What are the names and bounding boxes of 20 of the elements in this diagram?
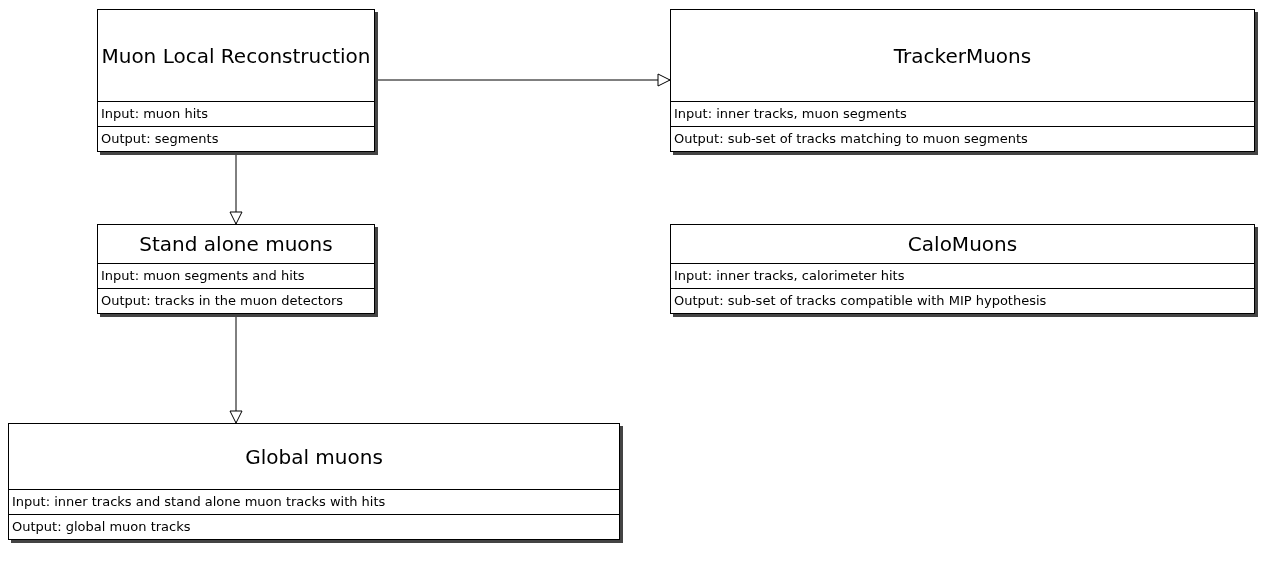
class-name: Stand alone muons xyxy=(139,232,333,256)
attribute-text: Output: tracks in the muon detectors xyxy=(101,293,343,308)
attribute-text: Input: muon segments and hits xyxy=(101,268,305,283)
attribute-text: Input: inner tracks and stand alone muon tracks with hits xyxy=(12,494,386,509)
class-box xyxy=(670,9,1255,152)
class-name: Muon Local Reconstruction xyxy=(101,43,371,68)
class-box xyxy=(97,224,375,314)
attribute-text: Input: inner tracks, calorimeter hits xyxy=(674,268,905,283)
attribute-text: Output: sub-set of tracks matching to muon segments xyxy=(674,131,1028,146)
attribute-text: Output: global muon tracks xyxy=(12,519,191,534)
attribute-text: Input: inner tracks, muon segments xyxy=(674,106,907,121)
attribute-text: Output: sub-set of tracks compatible with MIP hypothesis xyxy=(674,293,1047,308)
attribute-text: Output: segments xyxy=(101,131,219,146)
attribute-text: Input: muon hits xyxy=(101,106,209,121)
class-box xyxy=(97,9,375,152)
class-box xyxy=(670,224,1255,314)
class-box xyxy=(8,423,620,540)
class-name: TrackerMuons xyxy=(893,43,1032,68)
class-name: CaloMuons xyxy=(907,232,1018,256)
class-name: Global muons xyxy=(245,444,383,469)
